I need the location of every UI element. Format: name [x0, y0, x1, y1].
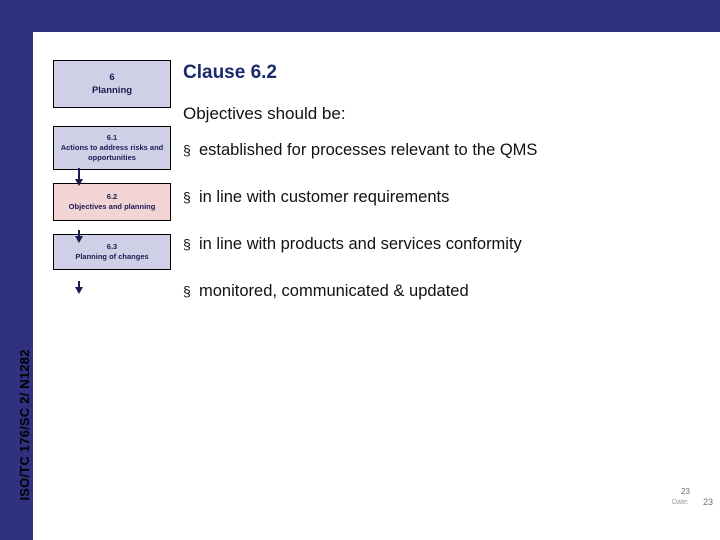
bullet-marker-icon: § [183, 236, 191, 252]
flow-box-6-1-label: Actions to address risks and opportuniti… [60, 143, 164, 162]
page-title: Clause 6.2 [183, 62, 277, 83]
bullet-list: § established for processes relevant to … [183, 140, 703, 328]
left-navy-band [0, 0, 33, 540]
vertical-document-reference: ISO/TC 176/SC 2/ N1282 [0, 330, 33, 530]
list-item: § established for processes relevant to … [183, 140, 703, 160]
list-item: § in line with products and services con… [183, 234, 703, 254]
flow-box-6-number: 6 [109, 72, 115, 83]
footer-date: Date: [672, 499, 689, 506]
vertical-document-reference-label: ISO/TC 176/SC 2/ N1282 [16, 349, 32, 501]
list-item-label: in line with products and services confo… [199, 235, 522, 253]
flow-box-6-label: Planning [91, 85, 133, 96]
flow-arrow-down-icon-3 [75, 281, 83, 294]
flow-box-6-planning: 6 Planning [53, 60, 171, 108]
flow-box-6-3: 6.3 Planning of changes [53, 234, 171, 270]
list-item-label: established for processes relevant to th… [199, 141, 538, 159]
bullet-marker-icon: § [183, 142, 191, 158]
flow-arrow-down-icon-1 [75, 168, 83, 186]
flow-arrow-down-icon-2 [75, 230, 83, 243]
list-item: § in line with customer requirements [183, 187, 703, 207]
top-navy-band [33, 0, 720, 32]
footer-page-number: 23 [703, 497, 714, 507]
flow-box-6-3-label: Planning of changes [75, 252, 149, 261]
flow-box-6-2-label: Objectives and planning [68, 202, 156, 211]
clause-6-flow-diagram: 6 Planning 6.1 Actions to address risks … [53, 60, 173, 294]
flow-box-6-2-number: 6.2 [106, 192, 118, 201]
flow-box-6-1: 6.1 Actions to address risks and opportu… [53, 126, 171, 170]
list-item-label: in line with customer requirements [199, 188, 450, 206]
list-item-label: monitored, communicated & updated [199, 282, 469, 300]
subtitle: Objectives should be: [183, 104, 346, 123]
flow-box-6-3-number: 6.3 [106, 242, 118, 251]
footer-page-number-top: 23 [681, 487, 690, 496]
flow-box-6-2: 6.2 Objectives and planning [53, 183, 171, 221]
bullet-marker-icon: § [183, 189, 191, 205]
flow-box-6-1-number: 6.1 [106, 133, 118, 142]
list-item: § monitored, communicated & updated [183, 281, 703, 301]
bullet-marker-icon: § [183, 283, 191, 299]
